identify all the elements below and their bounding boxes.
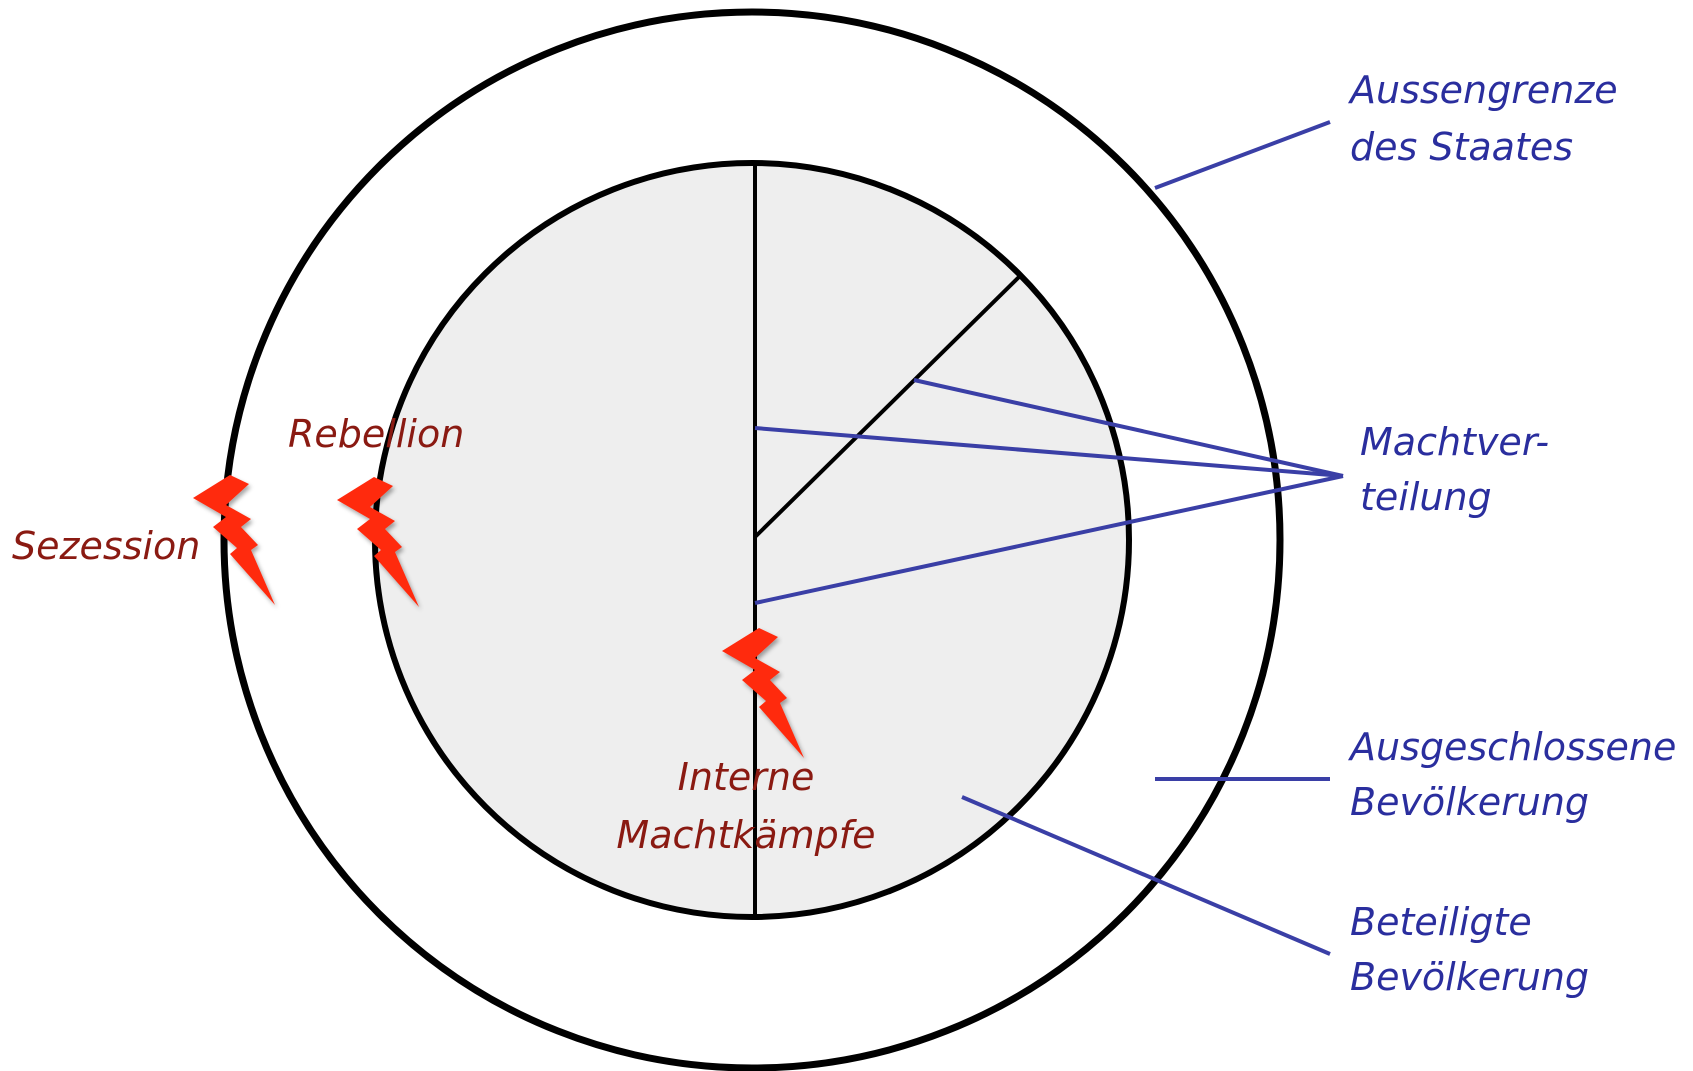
label-rebellion: Rebellion (288, 412, 464, 456)
label-aussengrenze-line2: des Staates (1350, 125, 1573, 169)
leader-line-machtverteilung-1 (913, 378, 1344, 478)
lightning-icon (193, 475, 275, 605)
leader-line-machtverteilung-2 (754, 426, 1344, 478)
label-interne-line2: Machtkämpfe (616, 813, 875, 857)
leader-line-aussengrenze (1154, 120, 1331, 190)
label-beteiligte-line2: Bevölkerung (1350, 955, 1589, 999)
label-interne-line1: Interne (678, 755, 815, 799)
lightning-icon (337, 477, 419, 607)
label-beteiligte-line1: Beteiligte (1350, 900, 1532, 944)
label-aussengrenze-line1: Aussengrenze (1347, 68, 1618, 112)
label-sezession: Sezession (12, 524, 200, 568)
power-division-diagonal-line (753, 273, 1023, 539)
lightning-icon (722, 628, 804, 758)
leader-lines (754, 120, 1344, 956)
label-machtverteilung-line2: teilung (1360, 475, 1492, 519)
leader-line-beteiligte (961, 795, 1331, 956)
label-machtverteilung-line1: Machtver- (1360, 420, 1549, 464)
label-ausgeschlossene-line1: Ausgeschlossene (1347, 725, 1676, 769)
label-ausgeschlossene-line2: Bevölkerung (1350, 780, 1589, 824)
inner-population-circle (372, 160, 1132, 920)
leader-line-machtverteilung-3 (754, 474, 1344, 605)
